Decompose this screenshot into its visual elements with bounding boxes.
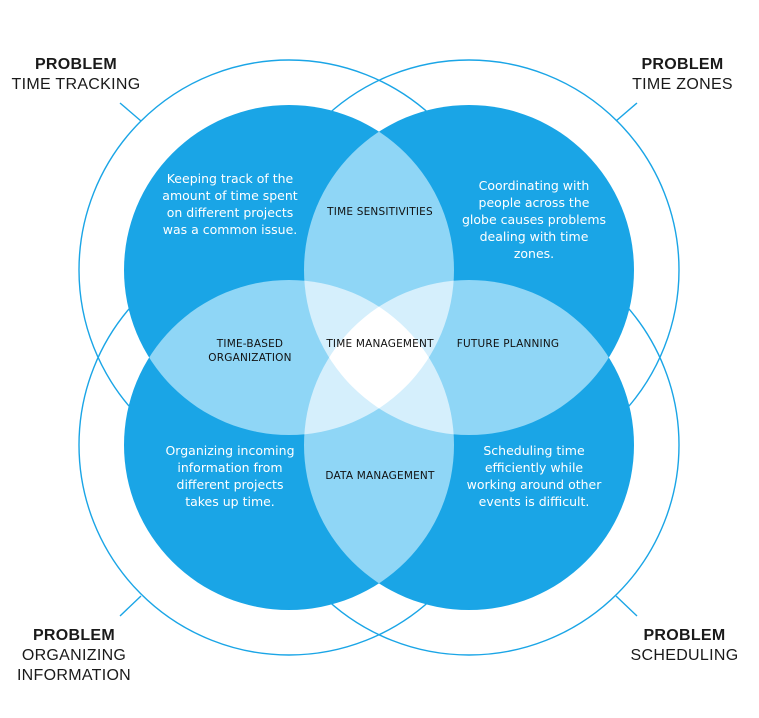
connector-time-zones — [615, 102, 638, 122]
region-label-future-planning: FUTURE PLANNING — [456, 338, 560, 350]
problem-name: ORGANIZING INFORMATION — [16, 647, 132, 684]
connector-organizing-information — [119, 595, 142, 617]
description-organizing-information: Organizing incoming information from dif… — [165, 443, 295, 509]
description-time-tracking: Keeping track of the amount of time spen… — [162, 171, 298, 237]
region-label-time-management: TIME MANAGEMENT — [326, 338, 434, 350]
overlap-time-management — [304, 280, 454, 435]
problem-heading: PROBLEM — [641, 56, 724, 73]
problem-label-time-zones: PROBLEM TIME ZONES — [620, 55, 745, 95]
description-scheduling: Scheduling time efficiently while workin… — [466, 443, 602, 509]
description-time-zones: Coordinating with people across the glob… — [461, 178, 607, 261]
region-label-data-management: DATA MANAGEMENT — [325, 470, 435, 482]
connector-lines — [119, 102, 638, 617]
problem-name: TIME ZONES — [632, 76, 733, 93]
problem-label-scheduling: PROBLEM SCHEDULING — [622, 626, 747, 666]
problem-name: TIME TRACKING — [11, 76, 141, 93]
region-label-time-sensitivities: TIME SENSITIVITIES — [327, 206, 433, 218]
problem-name: SCHEDULING — [630, 647, 739, 664]
problem-heading: PROBLEM — [32, 627, 116, 644]
connector-time-tracking — [119, 102, 142, 122]
region-label-time-based-organization: TIME-BASED ORGANIZATION — [208, 338, 292, 364]
problem-label-time-tracking: PROBLEM TIME TRACKING — [6, 55, 146, 95]
problem-heading: PROBLEM — [34, 56, 118, 73]
problem-label-organizing-information: PROBLEM ORGANIZING INFORMATION — [6, 626, 142, 686]
problem-heading: PROBLEM — [643, 627, 726, 644]
connector-scheduling — [615, 595, 638, 617]
center-overlap — [304, 280, 454, 435]
